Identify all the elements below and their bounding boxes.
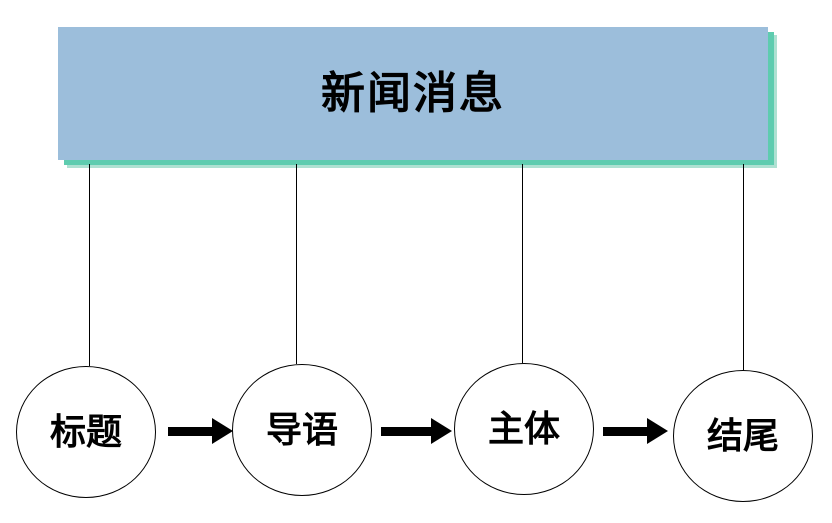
node-lead: 导语 <box>232 364 372 496</box>
node-label: 导语 <box>265 409 338 450</box>
connector-line-2 <box>296 164 297 364</box>
news-banner: 新闻消息 <box>58 27 768 160</box>
right-arrow-icon <box>381 418 452 444</box>
node-label: 结尾 <box>706 415 779 456</box>
right-arrow-icon <box>603 418 668 444</box>
arrow-shaft <box>603 426 647 436</box>
node-label: 标题 <box>49 411 122 452</box>
connector-line-1 <box>89 164 90 366</box>
right-arrow-icon <box>168 418 233 444</box>
connector-line-4 <box>743 164 744 370</box>
banner-title: 新闻消息 <box>321 68 505 118</box>
node-ending: 结尾 <box>673 370 813 502</box>
arrow-head <box>212 418 233 444</box>
node-headline: 标题 <box>16 366 156 498</box>
arrow-shaft <box>381 426 431 436</box>
arrow-shaft <box>168 426 212 436</box>
arrow-head <box>431 418 452 444</box>
node-body: 主体 <box>454 363 594 495</box>
node-label: 主体 <box>487 408 560 449</box>
connector-line-3 <box>522 164 523 363</box>
arrow-head <box>647 418 668 444</box>
